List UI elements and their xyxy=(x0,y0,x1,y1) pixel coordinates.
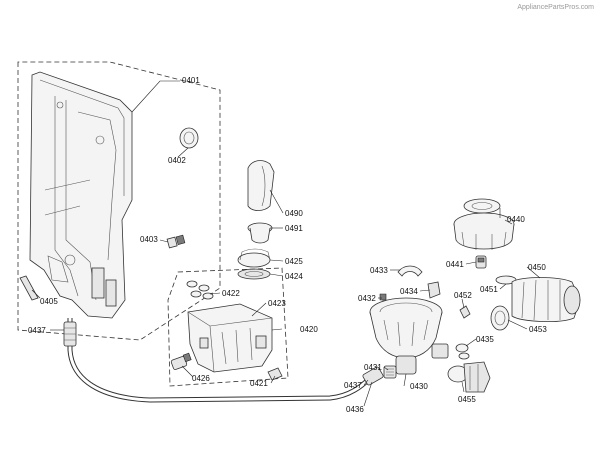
label-0437-right[interactable]: 0437 xyxy=(344,381,362,390)
part-0450-drain-pump[interactable] xyxy=(511,277,581,323)
part-0452-clip[interactable] xyxy=(459,305,471,319)
part-0430-pump-sump[interactable] xyxy=(369,297,449,375)
frame-group-outline xyxy=(17,61,221,341)
label-0430[interactable]: 0430 xyxy=(410,382,428,391)
label-0437-left[interactable]: 0437 xyxy=(28,326,46,335)
label-0491[interactable]: 0491 xyxy=(285,224,303,233)
part-0424-seal-ring[interactable] xyxy=(237,268,271,280)
label-0441[interactable]: 0441 xyxy=(446,260,464,269)
label-0435[interactable]: 0435 xyxy=(476,335,494,344)
part-0426-valve[interactable] xyxy=(170,352,192,370)
part-0490-cup[interactable] xyxy=(247,160,275,211)
label-0422[interactable]: 0422 xyxy=(222,289,240,298)
label-0450[interactable]: 0450 xyxy=(528,263,546,272)
label-0452[interactable]: 0452 xyxy=(454,291,472,300)
label-0401[interactable]: 0401 xyxy=(182,76,200,85)
label-0440[interactable]: 0440 xyxy=(507,215,525,224)
leader-lines xyxy=(31,80,541,407)
part-0491-cap[interactable] xyxy=(247,222,273,244)
label-0426[interactable]: 0426 xyxy=(192,374,210,383)
label-0403[interactable]: 0403 xyxy=(140,235,158,244)
sump-group-outline xyxy=(167,267,289,387)
label-0451[interactable]: 0451 xyxy=(480,285,498,294)
part-0421-clip[interactable] xyxy=(267,367,283,381)
label-0433[interactable]: 0433 xyxy=(370,266,388,275)
part-0403-small-valve[interactable] xyxy=(166,234,186,249)
part-0401-frame-panel[interactable] xyxy=(29,71,133,319)
label-0424[interactable]: 0424 xyxy=(285,272,303,281)
part-0434-bracket[interactable] xyxy=(427,281,441,299)
part-labels: 0401 0402 0403 0405 0437 0490 0491 0425 … xyxy=(28,76,547,414)
label-0490[interactable]: 0490 xyxy=(285,209,303,218)
label-0420[interactable]: 0420 xyxy=(300,325,318,334)
label-0434[interactable]: 0434 xyxy=(400,287,418,296)
part-0440-heater-body[interactable] xyxy=(453,212,515,250)
label-0431[interactable]: 0431 xyxy=(364,363,382,372)
part-0422-o-rings[interactable] xyxy=(186,280,214,300)
label-0453[interactable]: 0453 xyxy=(529,325,547,334)
label-0425[interactable]: 0425 xyxy=(285,257,303,266)
part-0402-ring-seal[interactable] xyxy=(179,127,199,149)
label-0436[interactable]: 0436 xyxy=(346,405,364,414)
part-0433-clip[interactable] xyxy=(397,265,423,277)
part-0431-nut[interactable] xyxy=(383,365,397,379)
label-0423[interactable]: 0423 xyxy=(268,299,286,308)
watermark: AppliancePartsPros.com xyxy=(517,4,594,11)
part-0405-bracket[interactable] xyxy=(19,275,39,301)
label-0455[interactable]: 0455 xyxy=(458,395,476,404)
part-0425-impeller[interactable] xyxy=(237,248,271,268)
part-0437-drain-hose[interactable] xyxy=(63,318,384,403)
part-0440-heater-cover[interactable] xyxy=(463,198,501,214)
part-0435-gasket[interactable] xyxy=(455,343,470,360)
label-0402[interactable]: 0402 xyxy=(168,156,186,165)
label-0421[interactable]: 0421 xyxy=(250,379,268,388)
part-0455-pump[interactable] xyxy=(447,361,491,393)
part-0420-sump-housing[interactable] xyxy=(187,303,273,373)
part-0453-pump-nozzle[interactable] xyxy=(490,305,510,331)
label-0432[interactable]: 0432 xyxy=(358,294,376,303)
label-0405[interactable]: 0405 xyxy=(40,297,58,306)
part-0441-sensor[interactable] xyxy=(475,255,487,269)
